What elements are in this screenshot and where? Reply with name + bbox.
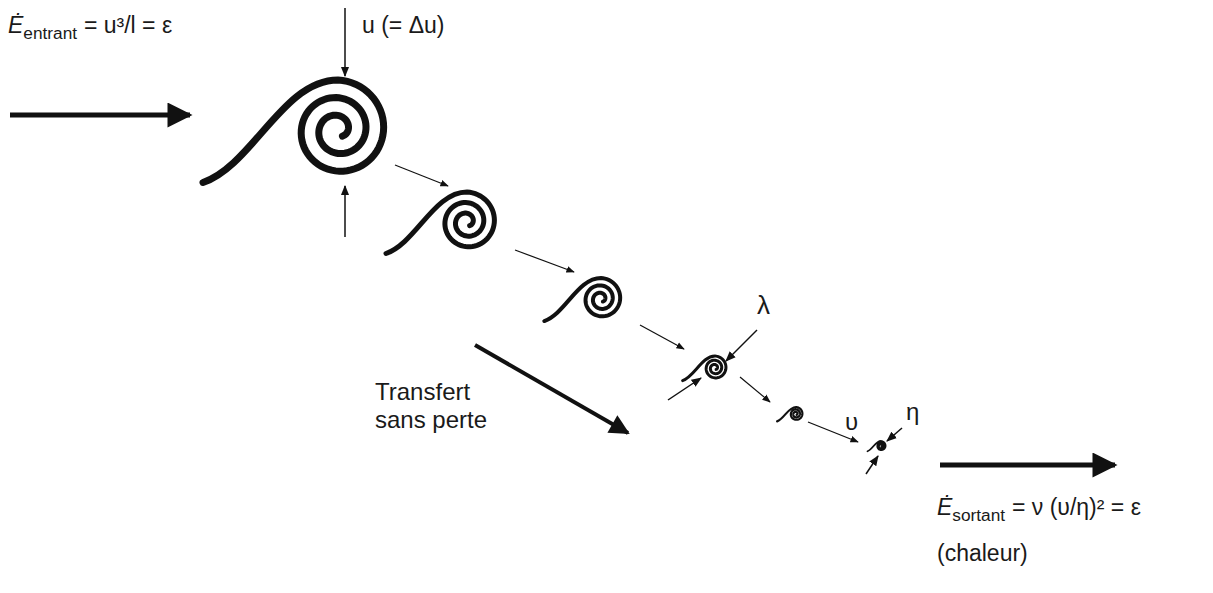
transfer-arrow — [475, 345, 628, 433]
text-group: λ — [757, 290, 770, 321]
text-group: Ėsortant= ν (υ/η)² = ε — [937, 494, 1141, 521]
formula-label: η — [906, 398, 919, 425]
size-arrow — [344, 8, 346, 76]
cascade-arrow — [395, 165, 448, 186]
size-arrow — [344, 186, 346, 237]
output-arrow — [940, 463, 1115, 468]
size-arrow — [887, 428, 902, 441]
formula-label: u (= Δu) — [362, 12, 444, 38]
formula-label: Transfert sans perte — [375, 378, 525, 434]
cascade-arrow — [640, 325, 684, 349]
formula-label: = u³/l = ε — [84, 12, 172, 38]
cascade-arrow — [740, 377, 770, 402]
text-group: υ — [845, 408, 858, 436]
formula-label: (chaleur) — [937, 540, 1028, 566]
subscript-label: sortant — [952, 505, 1005, 525]
cascade-arrow — [515, 250, 574, 272]
text-group: (chaleur) — [937, 540, 1028, 567]
eddy-spiral — [868, 441, 886, 451]
eddy-spiral — [683, 356, 726, 381]
formula-label: Ė — [937, 494, 952, 520]
size-arrow — [726, 330, 757, 361]
eddy-spiral — [203, 80, 384, 183]
text-group: Ėentrant= u³/l = ε — [8, 12, 172, 39]
text-group: η — [906, 398, 919, 426]
subscript-label: entrant — [23, 23, 77, 43]
input-arrow — [10, 113, 190, 118]
size-arrow — [866, 456, 878, 474]
formula-label: Ė — [8, 12, 23, 38]
text-group: u (= Δu) — [362, 12, 444, 39]
eddy-spiral — [544, 278, 620, 321]
formula-label: λ — [757, 290, 770, 320]
formula-label: = ν (υ/η)² = ε — [1012, 494, 1141, 520]
eddy-spiral — [386, 192, 494, 254]
formula-label: υ — [845, 408, 858, 435]
eddy-spiral — [777, 407, 802, 421]
text-group: Transfert sans perte — [375, 378, 525, 434]
